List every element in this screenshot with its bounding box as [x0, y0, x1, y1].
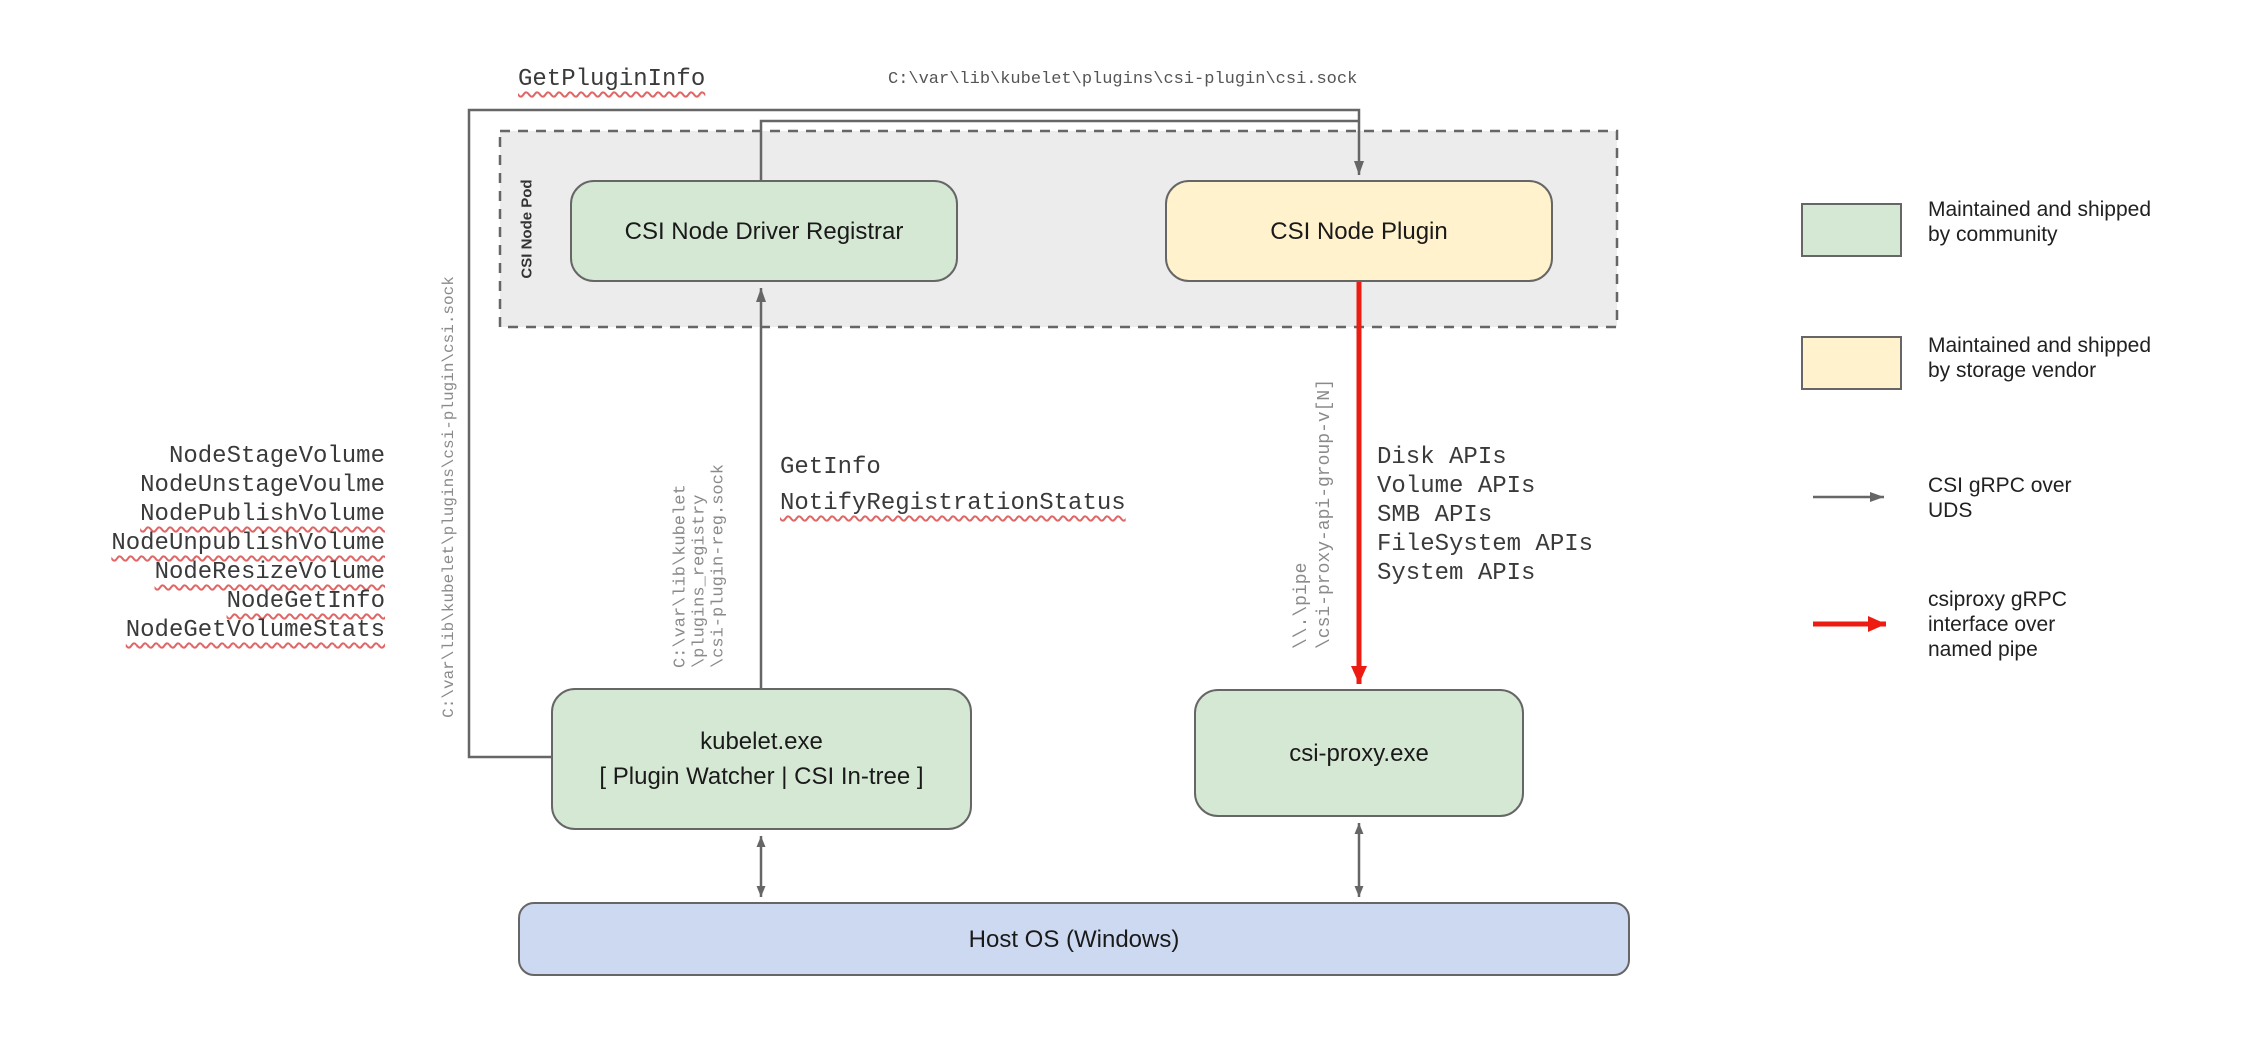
- registration-socket-path-line: \plugins_registry: [690, 494, 710, 669]
- legend-community-swatch: [1801, 203, 1902, 257]
- csi-sock-path-top-label: C:\var\lib\kubelet\plugins\csi-plugin\cs…: [888, 70, 1358, 89]
- legend-vendor-label: Maintained and shipped by storage vendor: [1928, 334, 2152, 382]
- registration-socket-path-line: C:\var\lib\kubelet: [671, 484, 691, 669]
- node-call: NodeResizeVolume: [154, 559, 385, 586]
- csi-proxy-node: csi-proxy.exe: [1194, 689, 1524, 817]
- api-group: Disk APIs: [1377, 444, 1507, 471]
- named-pipe-path-label: \\.\pipe \csi-proxy-api-group-v[N]: [1291, 379, 1337, 649]
- host-os-label: Host OS (Windows): [968, 925, 1180, 953]
- legend-vendor-swatch: [1801, 336, 1902, 390]
- registration-rpc-call-list: GetInfo NotifyRegistrationStatus: [780, 450, 1126, 522]
- node-call: NodeGetInfo: [226, 588, 385, 615]
- legend-uds-label: CSI gRPC over UDS: [1928, 474, 2072, 522]
- csi-proxy-label: csi-proxy.exe: [1289, 739, 1429, 767]
- registrar-label: CSI Node Driver Registrar: [624, 217, 904, 245]
- legend-community-label: Maintained and shipped by community: [1928, 198, 2152, 246]
- registration-socket-path-label: C:\var\lib\kubelet \plugins_registry \cs…: [672, 464, 729, 668]
- named-pipe-path-line: \csi-proxy-api-group-v[N]: [1315, 378, 1335, 650]
- node-call: NodeGetVolumeStats: [125, 617, 385, 644]
- registration-socket-path-line: \csi-plugin-reg.sock: [709, 463, 729, 669]
- csi-node-pod-label: CSI Node Pod: [518, 179, 536, 279]
- node-rpc-call-list: NodeStageVolume NodeUnstageVoulme NodePu…: [95, 442, 385, 645]
- api-group: SMB APIs: [1377, 502, 1493, 529]
- csi-proxy-api-group-list: Disk APIs Volume APIs SMB APIs FileSyste…: [1377, 443, 1593, 588]
- api-group: FileSystem APIs: [1377, 531, 1594, 558]
- csi-node-plugin-node: CSI Node Plugin: [1165, 180, 1553, 282]
- csi-node-driver-registrar-node: CSI Node Driver Registrar: [570, 180, 958, 282]
- plugin-label: CSI Node Plugin: [1270, 217, 1448, 245]
- registration-call: GetInfo: [780, 454, 881, 481]
- get-plugin-info-label: GetPluginInfo: [518, 66, 706, 93]
- registrar-to-plugin-uds-connector: [759, 119, 1359, 180]
- csi-sock-path-vertical-label: C:\var\lib\kubelet\plugins\csi-plugin\cs…: [440, 276, 458, 718]
- api-group: System APIs: [1377, 560, 1536, 587]
- node-call: NodeUnpublishVolume: [111, 530, 385, 557]
- node-call: NodeStageVolume: [168, 443, 385, 470]
- kubelet-to-plugin-uds-connector: [467, 108, 1364, 759]
- named-pipe-path-line: \\.\pipe: [1292, 562, 1312, 650]
- host-os-node: Host OS (Windows): [518, 902, 1630, 976]
- kubelet-label-line2: [ Plugin Watcher | CSI In-tree ]: [599, 763, 924, 790]
- api-group: Volume APIs: [1377, 473, 1536, 500]
- kubelet-label-line1: kubelet.exe: [700, 728, 823, 755]
- node-call: NodePublishVolume: [140, 501, 385, 528]
- registration-call: NotifyRegistrationStatus: [780, 490, 1126, 517]
- kubelet-node: kubelet.exe [ Plugin Watcher | CSI In-tr…: [551, 688, 972, 830]
- node-call: NodeUnstageVoulme: [140, 472, 385, 499]
- legend-namedpipe-label: csiproxy gRPC interface over named pipe: [1928, 588, 2067, 661]
